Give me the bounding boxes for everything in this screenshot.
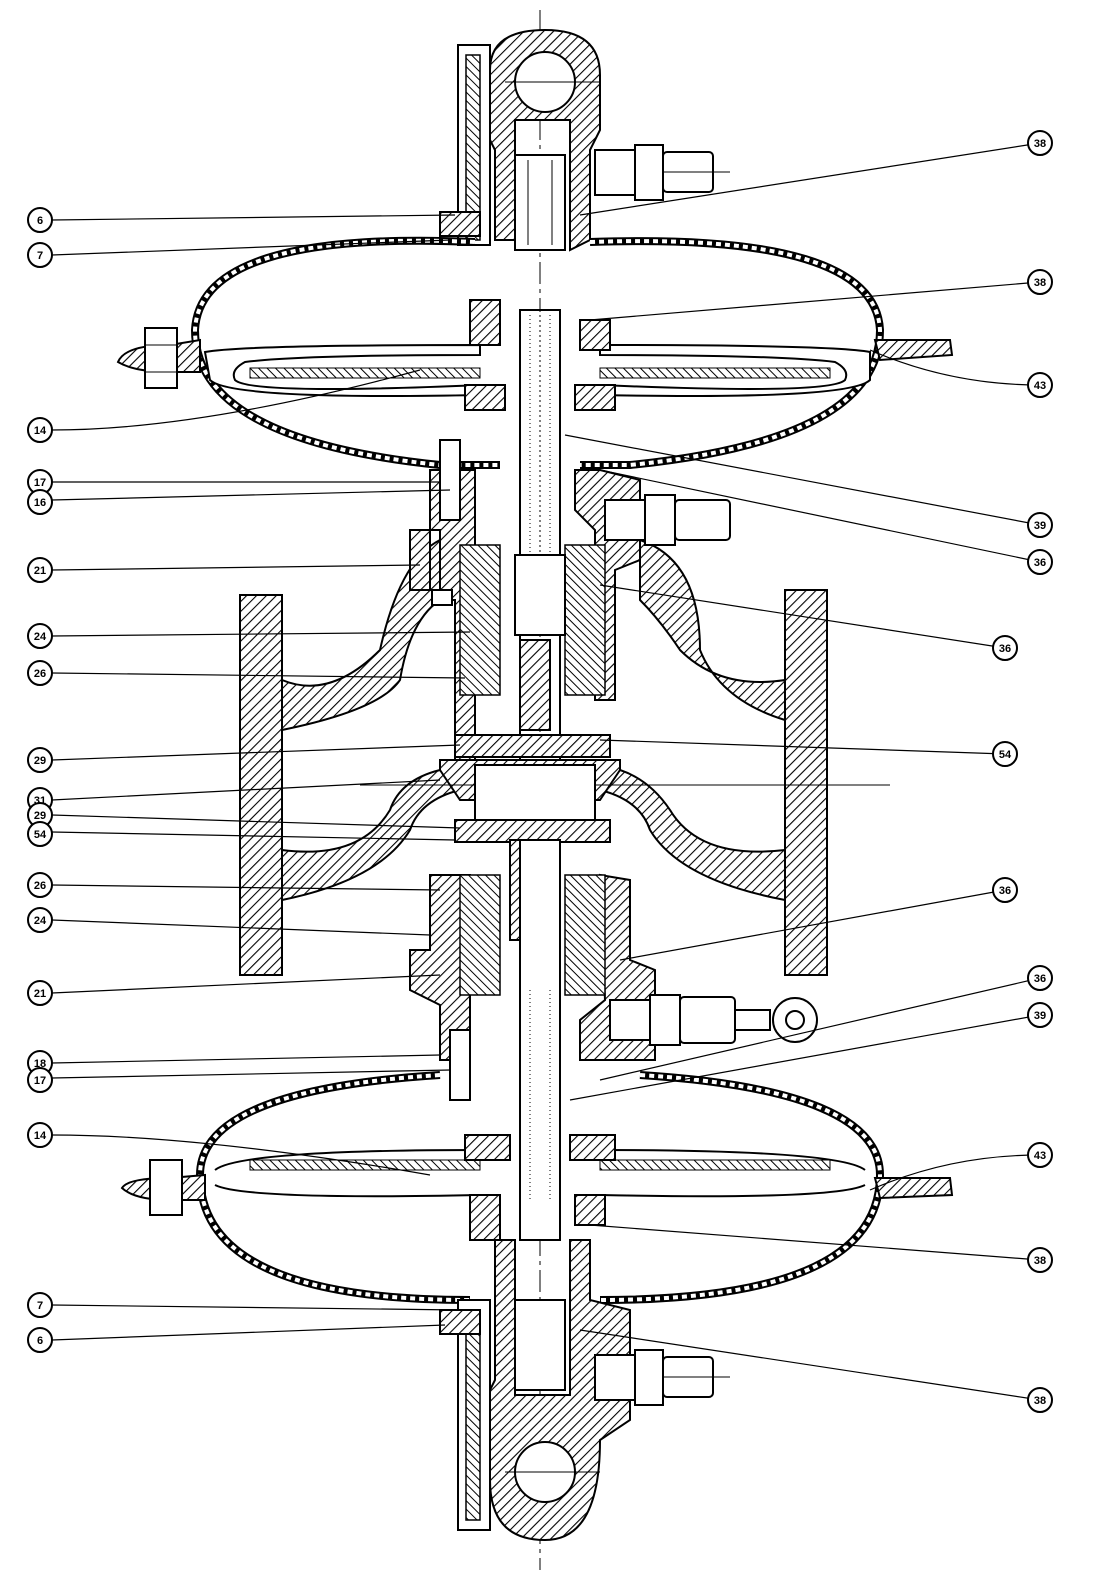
leader-lines	[51, 142, 1041, 1401]
callout-label: 36	[1034, 973, 1046, 985]
callout-54-lower: 54	[27, 821, 53, 847]
callout-label: 7	[37, 250, 43, 262]
callout-label: 21	[34, 565, 46, 577]
callout-36-b: 36	[992, 635, 1018, 661]
callout-38-b: 38	[1027, 269, 1053, 295]
callout-label: 7	[37, 1300, 43, 1312]
callout-label: 29	[34, 810, 46, 822]
callout-16: 16	[27, 489, 53, 515]
lower-right-fitting	[609, 994, 818, 1046]
top-diaphragm-housing	[116, 236, 954, 469]
upper-bonnet	[409, 439, 641, 761]
callout-label: 26	[34, 668, 46, 680]
upper-right-fitting	[604, 494, 731, 546]
callout-21: 21	[27, 557, 53, 583]
callout-label: 6	[37, 1335, 43, 1347]
callout-label: 14	[34, 425, 47, 437]
callout-29-lower: 29	[27, 802, 53, 828]
bottom-eye-head	[489, 1239, 631, 1542]
callout-26-lower: 26	[27, 872, 53, 898]
callout-7-lower: 7	[27, 1292, 53, 1318]
callout-label: 21	[34, 988, 46, 1000]
callout-26: 26	[27, 660, 53, 686]
bottom-indicator-rod	[439, 1299, 491, 1531]
callout-17-lower: 17	[27, 1067, 53, 1093]
callout-label: 24	[34, 915, 47, 927]
callout-24-lower: 24	[27, 907, 53, 933]
callout-38-a: 38	[1027, 130, 1053, 156]
callout-label: 14	[34, 1130, 47, 1142]
callout-29: 29	[27, 747, 53, 773]
callout-label: 36	[1034, 557, 1046, 569]
callout-36-d: 36	[1027, 965, 1053, 991]
callout-label: 17	[34, 1075, 46, 1087]
callout-36-a: 36	[1027, 549, 1053, 575]
callout-38-c: 38	[1027, 1247, 1053, 1273]
bottom-diaphragm-housing	[120, 1071, 954, 1304]
callout-label: 54	[34, 829, 47, 841]
callout-6: 6	[27, 207, 53, 233]
bottom-spindle	[519, 839, 561, 1241]
callout-24: 24	[27, 623, 53, 649]
callout-label: 38	[1034, 1395, 1046, 1407]
callout-43-lower: 43	[1027, 1142, 1053, 1168]
callout-label: 36	[999, 885, 1011, 897]
top-right-fitting	[594, 144, 730, 201]
callout-label: 38	[1034, 277, 1046, 289]
callout-label: 6	[37, 215, 43, 227]
callout-54: 54	[992, 741, 1018, 767]
valve-plug	[474, 764, 596, 821]
callout-label: 24	[34, 631, 47, 643]
callout-label: 36	[999, 643, 1011, 655]
callout-6-lower: 6	[27, 1327, 53, 1353]
callout-14-lower: 14	[27, 1122, 53, 1148]
callout-label: 39	[1034, 520, 1046, 532]
callout-label: 38	[1034, 1255, 1046, 1267]
callout-7: 7	[27, 242, 53, 268]
callout-label: 18	[34, 1058, 46, 1070]
callout-label: 29	[34, 755, 46, 767]
bottom-right-fitting	[594, 1349, 730, 1406]
top-eye-head	[489, 28, 601, 252]
callout-21-lower: 21	[27, 980, 53, 1006]
callout-36-c: 36	[992, 877, 1018, 903]
callout-14: 14	[27, 417, 53, 443]
callout-label: 17	[34, 477, 46, 489]
callout-label: 26	[34, 880, 46, 892]
callout-label: 54	[999, 749, 1012, 761]
callout-38-d: 38	[1027, 1387, 1053, 1413]
callout-label: 38	[1034, 138, 1046, 150]
callout-label: 16	[34, 497, 46, 509]
callout-label: 39	[1034, 1010, 1046, 1022]
callout-39-lower: 39	[1027, 1002, 1053, 1028]
callout-label: 43	[1034, 380, 1046, 392]
callout-39: 39	[1027, 512, 1053, 538]
callout-label: 43	[1034, 1150, 1046, 1162]
callout-43: 43	[1027, 372, 1053, 398]
